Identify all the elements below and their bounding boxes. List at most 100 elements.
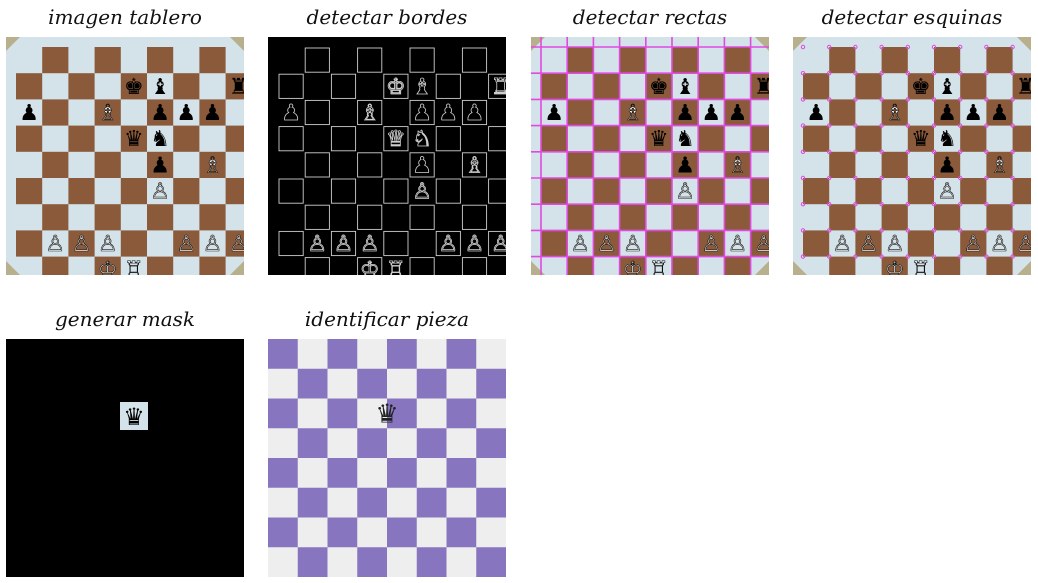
edge-square bbox=[357, 152, 383, 178]
dark-square bbox=[593, 230, 620, 257]
dark-square bbox=[541, 178, 568, 205]
edge-square bbox=[304, 204, 330, 230]
corner-marker bbox=[931, 97, 937, 102]
corner-marker bbox=[800, 123, 806, 128]
corner-marker bbox=[827, 71, 832, 76]
white-pawn-piece: ♙ bbox=[150, 180, 170, 205]
edge-square bbox=[357, 257, 383, 275]
dark-square bbox=[672, 47, 699, 74]
corner-marker bbox=[931, 202, 937, 207]
corner-marker bbox=[984, 44, 989, 50]
black-king-piece: ♚ bbox=[911, 75, 931, 100]
white-pawn-piece: ♙ bbox=[623, 232, 643, 257]
corner-marker bbox=[853, 228, 858, 233]
chessboard-photo: ♔♖♙♙♙♙♙♙♙♟♗♛♞♟♗♟♟♟♚♝♜ bbox=[6, 37, 244, 275]
classify-dark-square bbox=[416, 428, 447, 458]
white-pawn-piece: ♙ bbox=[754, 232, 769, 257]
black-pawn-piece: ♟ bbox=[150, 101, 170, 126]
white-bishop-piece: ♗ bbox=[360, 101, 380, 126]
classify-dark-square bbox=[268, 458, 298, 488]
black-rook-piece: ♜ bbox=[491, 75, 506, 100]
white-pawn-piece: ♙ bbox=[570, 232, 590, 257]
classify-dark-square bbox=[387, 339, 417, 369]
edges-background bbox=[268, 37, 506, 275]
panel-title: detectar esquinas bbox=[821, 5, 1003, 29]
edge-square bbox=[304, 99, 330, 126]
edge-square bbox=[409, 204, 435, 230]
corner-marker bbox=[931, 228, 937, 233]
panel-detectar-esquinas: detectar esquinas ♔♖♙♙♙♙♙♙♙♟♗♛♞♟♗♟♟♟♚♝♜ bbox=[793, 5, 1031, 277]
dark-square bbox=[173, 230, 200, 257]
black-knight-piece: ♞ bbox=[412, 127, 432, 152]
dark-square bbox=[94, 151, 121, 178]
dark-square bbox=[881, 151, 908, 178]
corner-marker bbox=[1010, 202, 1015, 207]
edge-square bbox=[409, 152, 435, 178]
black-pawn-piece: ♟ bbox=[990, 101, 1010, 126]
edge-square bbox=[488, 230, 506, 257]
corner-marker bbox=[958, 228, 963, 233]
black-rook-piece: ♜ bbox=[754, 75, 769, 100]
panel-detectar-bordes: detectar bordes ♔♖♙♙♙♙♙♙♙♟♗♛♞♟♗♟♟♟♚♝♜ bbox=[268, 5, 506, 277]
dark-square bbox=[619, 151, 646, 178]
mask-background bbox=[6, 339, 244, 577]
dark-square bbox=[68, 73, 95, 100]
edge-square bbox=[461, 204, 488, 230]
dark-square bbox=[724, 99, 751, 126]
dark-square bbox=[94, 204, 121, 231]
white-pawn-piece: ♙ bbox=[72, 232, 92, 257]
corner-marker bbox=[827, 175, 832, 181]
dark-square bbox=[173, 178, 200, 205]
dark-square bbox=[672, 99, 699, 126]
dark-square bbox=[803, 73, 830, 100]
dark-square bbox=[724, 151, 751, 178]
dark-square bbox=[147, 99, 174, 126]
classify-dark-square bbox=[268, 398, 298, 429]
frame-corner bbox=[1017, 261, 1031, 275]
white-bishop-piece: ♗ bbox=[203, 153, 223, 178]
black-pawn-piece: ♟ bbox=[806, 101, 826, 126]
edge-square bbox=[435, 178, 461, 204]
black-pawn-piece: ♟ bbox=[675, 101, 695, 126]
white-pawn-piece: ♙ bbox=[990, 232, 1010, 257]
dark-square bbox=[803, 230, 830, 257]
dark-square bbox=[698, 230, 725, 257]
corner-marker bbox=[958, 254, 963, 259]
corner-marker bbox=[1010, 123, 1015, 128]
corner-marker bbox=[905, 202, 911, 207]
dark-square bbox=[855, 73, 882, 100]
corner-marker bbox=[827, 44, 832, 50]
corner-marker bbox=[853, 44, 858, 50]
frame-corner bbox=[793, 37, 807, 51]
corner-marker bbox=[853, 175, 858, 181]
dark-square bbox=[855, 230, 882, 257]
dark-square bbox=[593, 73, 620, 100]
white-pawn-piece: ♙ bbox=[360, 232, 380, 257]
dark-square bbox=[173, 73, 200, 100]
dark-square bbox=[986, 151, 1013, 178]
white-pawn-piece: ♙ bbox=[438, 232, 458, 257]
classify-dark-square bbox=[416, 487, 447, 518]
black-pawn-piece: ♟ bbox=[701, 101, 721, 126]
black-knight-piece: ♞ bbox=[675, 127, 695, 152]
dark-square bbox=[120, 125, 147, 152]
corner-marker bbox=[958, 202, 963, 207]
dark-square bbox=[698, 178, 725, 205]
corner-marker bbox=[984, 202, 989, 207]
white-pawn-piece: ♙ bbox=[98, 232, 118, 257]
panel-title: detectar rectas bbox=[572, 5, 728, 29]
white-rook-piece: ♖ bbox=[124, 258, 144, 275]
edge-square bbox=[278, 73, 304, 99]
board-svg: ♔♖♙♙♙♙♙♙♙♟♗♛♞♟♗♟♟♟♚♝♜ bbox=[6, 37, 244, 275]
classify-dark-square bbox=[327, 339, 358, 369]
edge-square bbox=[435, 126, 461, 152]
identified-piece-image: ♛ bbox=[268, 339, 506, 577]
corner-marker bbox=[853, 202, 858, 207]
edge-square bbox=[409, 257, 435, 275]
black-bishop-piece: ♝ bbox=[937, 75, 957, 100]
dark-square bbox=[724, 204, 751, 231]
dark-square bbox=[68, 125, 95, 152]
white-pawn-piece: ♙ bbox=[334, 232, 354, 257]
dark-square bbox=[541, 230, 568, 257]
black-queen-piece: ♛ bbox=[124, 127, 144, 152]
